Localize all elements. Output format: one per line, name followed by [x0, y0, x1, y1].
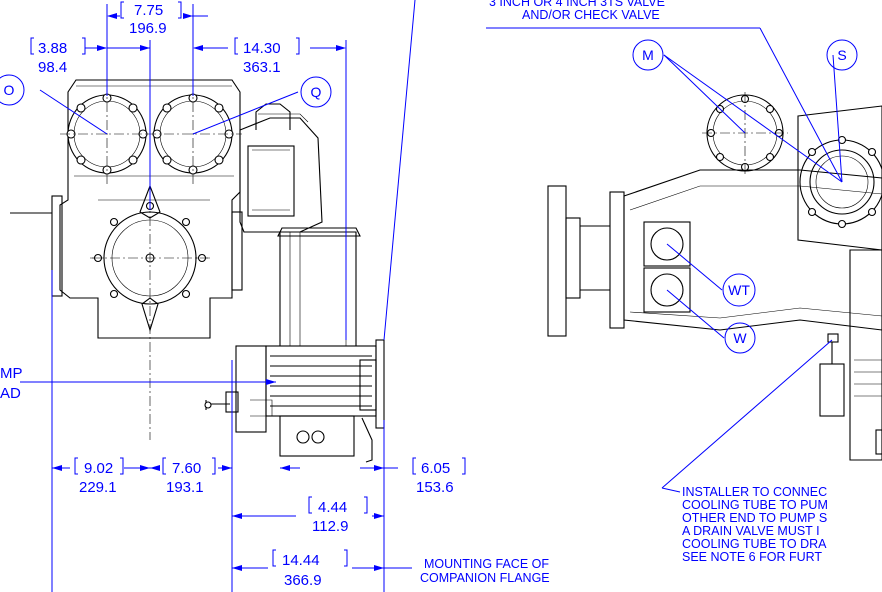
- dim-9-02-mm: 229.1: [79, 479, 117, 496]
- dim-7-60-in: 7.60: [172, 460, 201, 477]
- note-installer-line3: OTHER END TO PUMP S: [682, 511, 827, 525]
- dim-14-30-mm: 363.1: [243, 59, 281, 76]
- note-installer-line4: A DRAIN VALVE MUST I: [682, 524, 820, 538]
- pump-side-view: [204, 103, 385, 463]
- dim-14-44-mm: 366.9: [284, 572, 322, 589]
- dimension-lines: [10, 0, 843, 592]
- balloon-wt: WT: [728, 282, 750, 298]
- balloon-s: S: [837, 47, 846, 63]
- dim-7-75-in: 7.75: [134, 2, 163, 19]
- dim-14-44-in: 14.44: [282, 552, 320, 569]
- dim-6-05-in: 6.05: [421, 460, 450, 477]
- dim-7-75-mm: 196.9: [129, 20, 167, 37]
- note-valve-line2: AND/OR CHECK VALVE: [522, 8, 660, 22]
- dim-14-30-in: 14.30: [243, 40, 281, 57]
- dim-4-44-in: 4.44: [318, 499, 347, 516]
- dim-7-60-mm: 193.1: [166, 479, 204, 496]
- pump-front-view: [51, 79, 243, 440]
- note-pump-line1: MP: [0, 365, 23, 382]
- note-valve-line1: 3 INCH OR 4 INCH 3TS VALVE: [489, 0, 665, 9]
- note-pump-line2: AD: [0, 385, 21, 402]
- note-installer-line2: COOLING TUBE TO PUM: [682, 498, 828, 512]
- note-installer-line5: COOLING TUBE TO DRA: [682, 537, 827, 551]
- balloon-m: M: [642, 47, 654, 63]
- balloon-w: W: [733, 330, 747, 346]
- dim-9-02-in: 9.02: [84, 460, 113, 477]
- callout-balloons: O Q M S WT W: [0, 39, 858, 354]
- dim-3-88-in: 3.88: [38, 40, 67, 57]
- dim-6-05-mm: 153.6: [416, 479, 454, 496]
- notes: 3 INCH OR 4 INCH 3TS VALVE AND/OR CHECK …: [0, 0, 828, 585]
- note-installer-line1: INSTALLER TO CONNEC: [682, 485, 827, 499]
- dim-3-88-mm: 98.4: [38, 59, 67, 76]
- dimension-labels: 7.75 196.9 3.88 98.4 14.30 363.1 9.02 22…: [30, 1, 466, 589]
- balloon-o: O: [4, 82, 15, 98]
- note-mounting-line2: COMPANION FLANGE: [420, 571, 550, 585]
- arrowheads: [52, 13, 384, 571]
- balloon-q: Q: [311, 84, 322, 100]
- pump-rear-view: [547, 92, 882, 461]
- note-mounting-line1: MOUNTING FACE OF: [424, 557, 549, 571]
- note-installer-line6: SEE NOTE 6 FOR FURT: [682, 550, 822, 564]
- dim-4-44-mm: 112.9: [312, 518, 348, 535]
